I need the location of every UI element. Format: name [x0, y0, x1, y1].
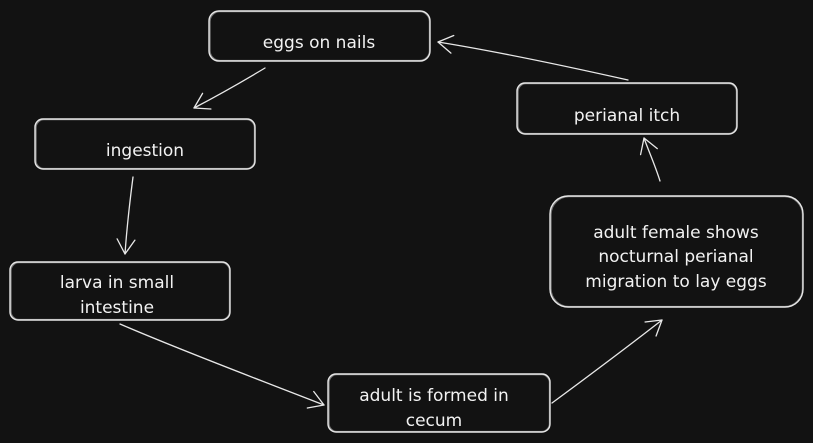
node-label-line: eggs on nails [263, 33, 376, 53]
edge-arrowhead [644, 319, 663, 337]
edge-arrowhead [306, 390, 325, 409]
node-box [9, 261, 231, 321]
edge-arrowhead [437, 34, 455, 54]
edge-female-itch [639, 137, 661, 182]
node-box-outline [10, 261, 231, 321]
node-label-line: migration to lay eggs [585, 272, 767, 292]
node-label-line: nocturnal perianal [598, 247, 753, 267]
node-label-line: adult female shows [593, 223, 759, 243]
node-label-line: adult is formed in [359, 386, 509, 406]
edge-ingestion-larva [116, 176, 136, 255]
node-box [327, 373, 551, 433]
node-box-outline [517, 82, 738, 135]
node-larva: larva in small intestine [9, 261, 231, 321]
node-female: adult female shows nocturnal perianal migr… [549, 195, 804, 308]
node-ingestion: ingestion [34, 118, 256, 170]
edge-line [437, 41, 629, 81]
node-label-line: cecum [406, 411, 463, 431]
edge-line [551, 319, 663, 404]
node-label-line: ingestion [106, 141, 184, 161]
node-eggs: eggs on nails [208, 10, 431, 62]
node-label-line: intestine [80, 298, 154, 318]
node-adult: adult is formed in cecum [327, 373, 551, 433]
edge-itch-eggs [437, 34, 629, 81]
edge-arrowhead [639, 137, 658, 156]
node-box-outline [35, 118, 256, 170]
edge-arrowhead [193, 92, 212, 110]
edge-larva-adult [119, 323, 325, 409]
edges-layer [116, 34, 663, 409]
node-label-line: larva in small [60, 273, 174, 293]
node-itch: perianal itch [516, 82, 738, 135]
node-box-outline [550, 195, 804, 308]
node-box [34, 118, 256, 170]
edge-line [119, 323, 325, 406]
node-box-outline [328, 373, 551, 433]
edge-arrowhead [116, 238, 136, 255]
edge-line [643, 137, 661, 182]
edge-line [124, 176, 134, 255]
node-label-line: perianal itch [574, 106, 680, 126]
edge-eggs-ingestion [193, 67, 266, 110]
nodes-layer: eggs on nails ingestion larva in small inte… [9, 10, 804, 433]
node-box [516, 82, 738, 135]
node-box [549, 195, 804, 308]
edge-line [193, 67, 266, 109]
node-box [208, 10, 431, 62]
edge-adult-female [551, 319, 663, 404]
node-box-outline [209, 10, 431, 62]
